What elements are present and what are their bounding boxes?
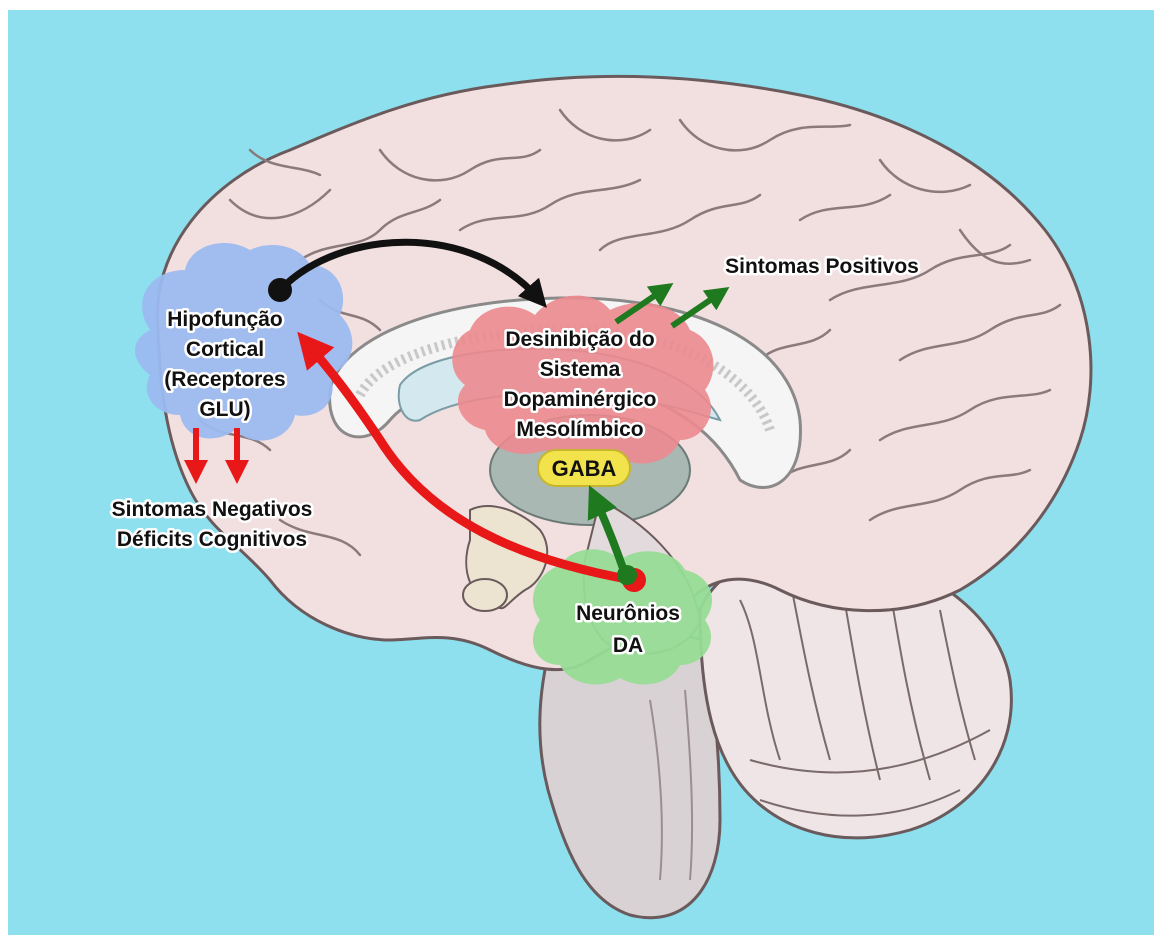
- negative-symptoms-label-line-1: Sintomas Negativos: [112, 498, 313, 521]
- da-neurons-label-line-2: DA: [613, 634, 643, 657]
- gaba-label: GABA: [552, 456, 617, 481]
- cortical-label-line-3: (Receptores: [164, 368, 285, 391]
- positive-symptoms-label: Sintomas Positivos: [725, 255, 919, 278]
- disinhibition-label-line-3: Dopaminérgico: [504, 388, 657, 411]
- cortex-arrow-origin-dot: [268, 278, 292, 302]
- cortical-label-line-1: Hipofunção: [167, 308, 283, 331]
- pituitary: [463, 579, 507, 611]
- cortical-label-line-2: Cortical: [186, 338, 264, 361]
- negative-symptoms-label-line-2: Déficits Cognitivos: [117, 528, 307, 551]
- disinhibition-label-line-1: Desinibição do: [505, 328, 654, 351]
- green-arrow-origin-dot: [617, 565, 637, 585]
- cortical-label-line-4: GLU): [199, 398, 250, 421]
- disinhibition-label-line-2: Sistema: [540, 358, 621, 381]
- da-neurons-label-line-1: Neurônios: [576, 602, 680, 625]
- disinhibition-label-line-4: Mesolímbico: [516, 418, 643, 441]
